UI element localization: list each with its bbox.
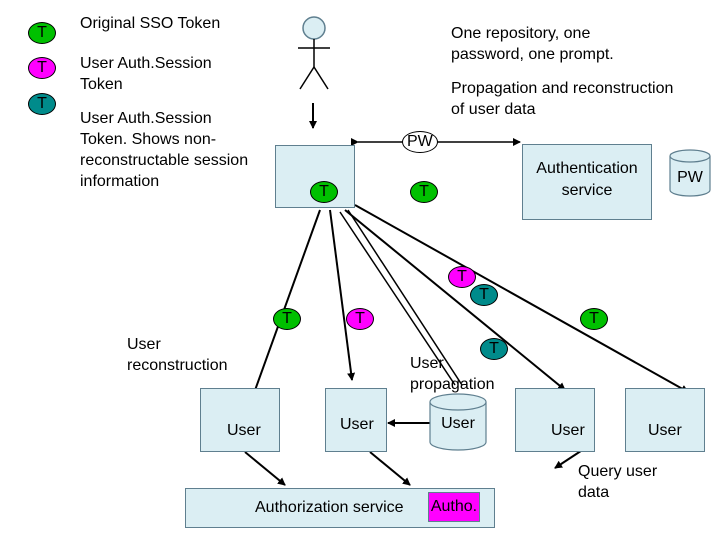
token-sso-user1: T [273,308,301,330]
token-sso-user4: T [580,308,608,330]
autho-store: Autho. [428,492,480,522]
note-user-reconstruction: User reconstruction [127,336,228,374]
token-nonrecon-propagation: T [480,338,508,360]
user-box-1-label: User [227,422,261,439]
note-propagation: Propagation and reconstruction of user d… [451,80,674,118]
legend-label-session: User Auth.Session Token [80,55,212,93]
arrow-to-user-5 [354,204,689,393]
authentication-service-box [522,144,652,220]
user-box-5 [625,388,705,452]
note-user-propagation: User propagation [410,355,495,393]
arrow-to-user-2 [329,209,356,381]
token-nonrecon-center: T [470,284,498,306]
legend-token-sso: T [28,22,56,44]
user-box-4 [515,388,595,452]
pw-database-label: PW [677,169,703,186]
token-sso-to-auth: T [410,181,438,203]
arrow-user1-to-authz [244,451,286,486]
legend-label-sso: Original SSO Token [80,15,221,32]
user-box-4-label: User [551,422,585,439]
pw-label: PW [402,131,438,153]
legend-token-session: T [28,57,56,79]
user-box-5-label: User [648,422,682,439]
pw-database-icon [669,149,711,197]
arrow-user2-to-authz [369,451,411,486]
authentication-service-label: Authentication service [536,160,638,199]
user-box-2 [325,388,387,452]
token-session-center: T [448,266,476,288]
token-sso-front: T [310,181,338,203]
authorization-service-label: Authorization service [255,499,404,516]
user-database-icon [429,393,487,451]
token-session-user2: T [346,308,374,330]
legend-label-nonrecon: User Auth.Session Token. Shows non-recon… [80,110,249,190]
note-query-user-data: Query user data [578,463,658,501]
user-box-2-label: User [340,416,374,433]
note-repository: One repository, one password, one prompt… [451,25,614,63]
legend-token-nonrecon: T [28,93,56,115]
arrow-to-user-4 [344,209,566,391]
user-box-1 [200,388,280,452]
user-database-label: User [441,415,475,432]
user-person-icon [298,16,330,90]
